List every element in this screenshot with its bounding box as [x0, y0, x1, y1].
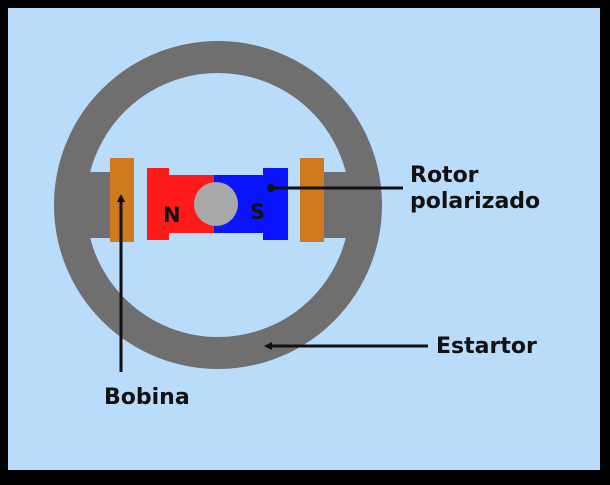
coil-label: Bobina	[104, 385, 190, 410]
rotor-label-line1: Rotor	[410, 163, 479, 188]
coil-right	[300, 158, 324, 242]
rotor-label-line2: polarizado	[410, 189, 540, 214]
south-pole-label: S	[250, 200, 265, 224]
stator-label: Estartor	[436, 334, 537, 359]
north-pole-label: N	[163, 203, 181, 227]
rotor-north-cap	[147, 168, 169, 240]
rotor-south-cap	[263, 168, 288, 240]
stator-ring	[54, 41, 382, 369]
rotor-shaft	[194, 182, 238, 226]
